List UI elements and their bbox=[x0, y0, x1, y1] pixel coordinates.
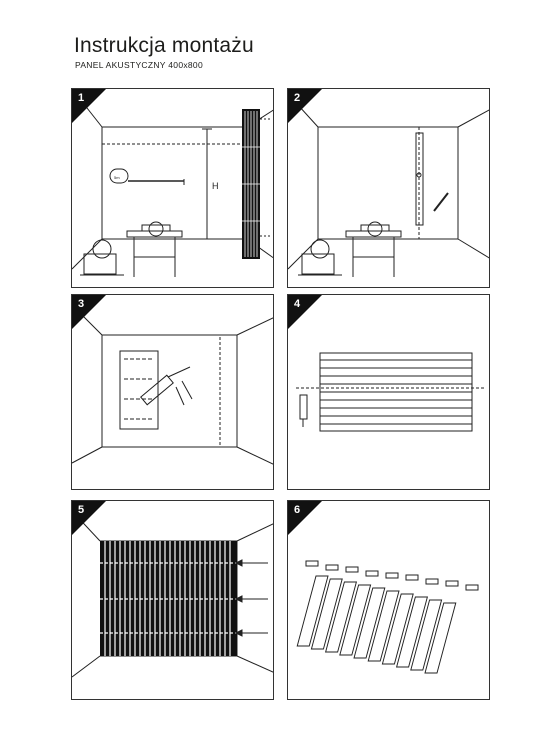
product-subtitle: PANEL AKUSTYCZNY 400x800 bbox=[75, 60, 203, 70]
step-number: 3 bbox=[78, 298, 85, 310]
step-badge bbox=[288, 89, 322, 123]
step-badge bbox=[288, 295, 322, 329]
step-2-panel: 2 bbox=[287, 88, 490, 288]
step-number: 1 bbox=[78, 92, 85, 104]
step-4-panel: 4 bbox=[287, 294, 490, 490]
step-5-illustration bbox=[72, 510, 273, 678]
tape-label: 5m bbox=[114, 175, 120, 180]
step-badge bbox=[72, 295, 106, 329]
step-4-illustration bbox=[296, 352, 484, 432]
step-6-illustration bbox=[296, 560, 479, 674]
step-badge bbox=[72, 89, 106, 123]
step-6-panel: 6 bbox=[287, 500, 490, 700]
step-number: 4 bbox=[294, 298, 301, 310]
step-2-illustration bbox=[288, 93, 489, 277]
step-1-illustration: H 5m bbox=[72, 89, 273, 277]
step-number: 2 bbox=[294, 92, 301, 104]
instruction-title: Instrukcja montażu bbox=[74, 34, 254, 57]
step-5-panel: 5 bbox=[71, 500, 274, 700]
step-3-panel: 3 bbox=[71, 294, 274, 490]
step-1-panel: H 5m 1 bbox=[71, 88, 274, 288]
height-label: H bbox=[212, 181, 219, 191]
step-badge bbox=[72, 501, 106, 535]
step-number: 6 bbox=[294, 504, 301, 516]
step-number: 5 bbox=[78, 504, 85, 516]
step-badge bbox=[288, 501, 322, 535]
